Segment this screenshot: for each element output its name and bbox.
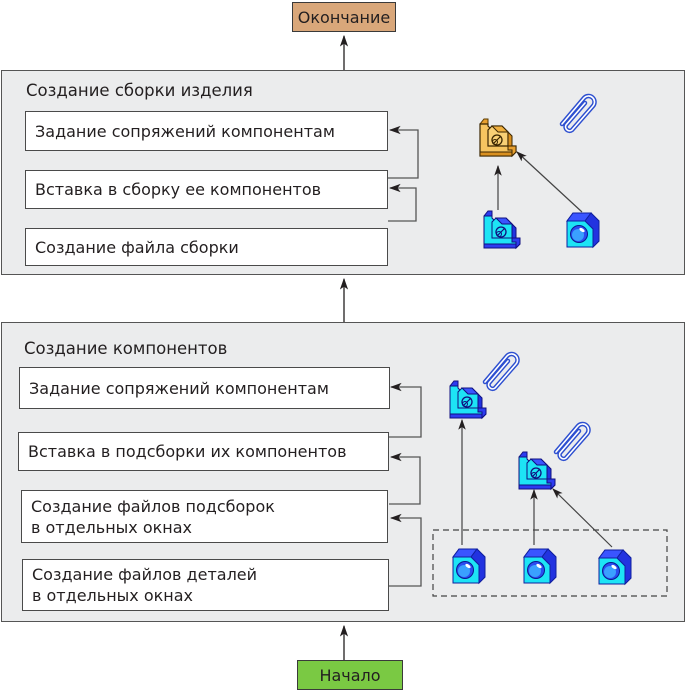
arrow-part-to-assembly	[516, 151, 583, 213]
paperclip-icon	[556, 424, 589, 459]
start-node: Начало	[297, 660, 403, 690]
connector-subfiles-to-insert	[389, 452, 421, 505]
subassembly-icon	[518, 451, 556, 490]
part-icon	[566, 212, 600, 248]
step-insert-components: Вставка в сборку ее компонентов	[25, 170, 388, 209]
step-create-part-files: Создание файлов деталей в отдельных окна…	[22, 559, 389, 611]
step-insert-subassembly-components: Вставка в подсборки их компонентов	[18, 432, 389, 471]
connector-file-to-insert	[388, 125, 419, 179]
stage-components-creation: Создание компонентов Задание сопряжений …	[1, 322, 685, 622]
part-icon	[598, 549, 632, 585]
start-node-label: Начало	[319, 665, 381, 685]
connector-insert-to-mates	[389, 382, 422, 438]
end-node-label: Окончание	[297, 7, 391, 27]
step-set-mates: Задание сопряжений компонентам	[25, 111, 388, 151]
stage-title: Создание сборки изделия	[26, 81, 253, 100]
part-icon	[523, 548, 557, 584]
paperclip-icon	[562, 96, 595, 131]
step-set-mates: Задание сопряжений компонентам	[19, 367, 390, 409]
end-node: Окончание	[292, 2, 396, 32]
connector-insert-to-mates	[388, 183, 417, 222]
subassembly-icon	[483, 210, 521, 249]
subassembly-icon	[449, 380, 487, 419]
product-assembly-icon	[479, 118, 517, 157]
stage-title: Создание компонентов	[24, 339, 228, 358]
paperclip-icon	[485, 354, 518, 389]
part-icon	[452, 548, 486, 584]
arrow-part-to-subassembly	[552, 488, 613, 548]
step-create-assembly-file: Создание файла сборки	[25, 228, 388, 266]
connector-partfiles-to-subfiles	[389, 513, 422, 587]
step-create-subassembly-files: Создание файлов подсборок в отдельных ок…	[21, 490, 388, 543]
